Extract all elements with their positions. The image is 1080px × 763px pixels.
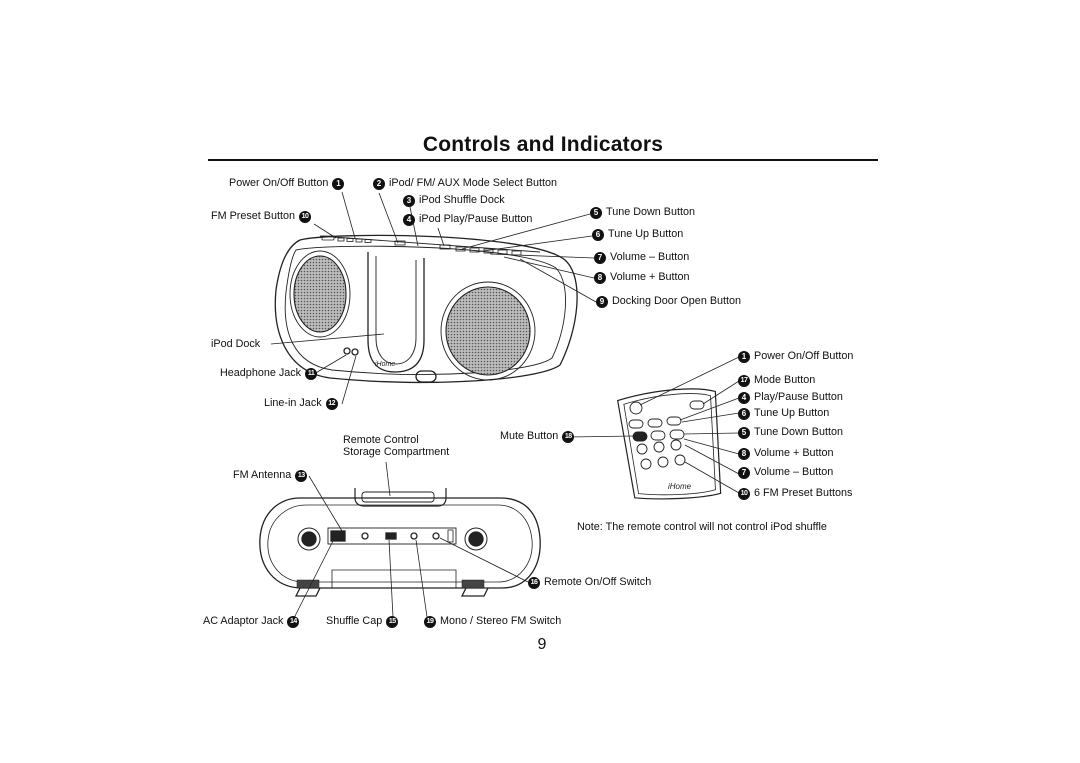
remote-callout-play-pause-label: Play/Pause Button: [754, 391, 843, 403]
callout-ac-adaptor-num: 14: [287, 615, 300, 628]
callout-vol-plus: 8 Volume + Button: [594, 271, 690, 284]
remote-callout-vol-plus-label: Volume + Button: [754, 447, 834, 459]
callout-play-pause-num: 4: [403, 213, 415, 226]
callout-headphone-num: 11: [305, 367, 318, 380]
remote-callout-mute-num: 18: [562, 430, 575, 443]
callout-play-pause: 4 iPod Play/Pause Button: [403, 213, 532, 226]
remote-callout-tune-down-label: Tune Down Button: [754, 426, 844, 438]
callout-dock-door-label: Docking Door Open Button: [612, 295, 742, 307]
callout-shuffle-dock-label: iPod Shuffle Dock: [419, 194, 505, 206]
callout-line-in-label: Line-in Jack: [264, 397, 322, 409]
callout-play-pause-label: iPod Play/Pause Button: [419, 213, 533, 225]
callout-fm-antenna-num: 13: [295, 469, 308, 482]
storage-label-line1: Remote Control: [343, 434, 419, 446]
remote-callout-mode-label: Mode Button: [754, 374, 816, 386]
callout-fm-preset: FM Preset Button 10: [211, 210, 312, 223]
callout-remote-switch-num: 16: [528, 576, 540, 589]
callout-fm-preset-num: 10: [299, 210, 312, 223]
callout-tune-down-label: Tune Down Button: [606, 206, 696, 218]
callout-power-num: 1: [332, 177, 345, 190]
callout-vol-plus-num: 8: [594, 271, 606, 284]
remote-callout-tune-down-num: 5: [738, 426, 750, 439]
remote-callout-vol-minus: 7 Volume – Button: [738, 466, 833, 479]
remote-callout-vol-plus: 8 Volume + Button: [738, 447, 834, 460]
remote-note: Note: The remote control will not contro…: [577, 521, 827, 533]
callout-mode-select: 2 iPod/ FM/ AUX Mode Select Button: [373, 177, 557, 190]
callout-dock-door-num: 9: [596, 295, 608, 308]
remote-callout-mute: Mute Button 18: [500, 430, 575, 443]
remote-brand: iHome: [668, 482, 692, 491]
callout-shuffle-cap-label: Shuffle Cap: [326, 615, 383, 627]
callout-mono-stereo: 19 Mono / Stereo FM Switch: [424, 615, 561, 628]
callout-vol-plus-label: Volume + Button: [610, 271, 690, 283]
callout-ipod-dock-label: iPod Dock: [211, 338, 261, 350]
speaker-unit-rear: [259, 488, 541, 597]
remote-callout-play-pause: 4 Play/Pause Button: [738, 391, 843, 404]
callout-tune-up-num: 6: [592, 228, 604, 241]
callout-mono-stereo-label: Mono / Stereo FM Switch: [440, 615, 562, 627]
remote-callout-mode: 17 Mode Button: [738, 374, 815, 387]
callout-vol-minus-label: Volume – Button: [610, 251, 690, 263]
callout-ac-adaptor-label: AC Adaptor Jack: [203, 615, 284, 627]
callout-power-label: Power On/Off Button: [229, 177, 329, 189]
callout-mode-select-num: 2: [373, 177, 385, 190]
remote-callout-play-pause-num: 4: [738, 391, 750, 404]
speaker-unit-front: [274, 234, 578, 384]
callout-dock-door: 9 Docking Door Open Button: [596, 295, 741, 308]
remote-callout-vol-minus-label: Volume – Button: [754, 466, 834, 478]
remote-callout-vol-plus-num: 8: [738, 447, 750, 460]
page-number: 9: [537, 636, 547, 653]
callout-tune-up: 6 Tune Up Button: [592, 228, 683, 241]
remote-callout-presets: 10 6 FM Preset Buttons: [738, 487, 852, 500]
title-rule: [208, 159, 878, 161]
callout-tune-down: 5 Tune Down Button: [590, 206, 695, 219]
callout-power: Power On/Off Button 1: [229, 177, 345, 190]
callout-tune-down-num: 5: [590, 206, 602, 219]
remote-callout-tune-up-label: Tune Up Button: [754, 407, 830, 419]
callout-vol-minus-num: 7: [594, 251, 606, 264]
storage-label-line2: Storage Compartment: [343, 446, 450, 458]
remote-callout-mode-num: 17: [738, 374, 750, 387]
top-leader-lines: [270, 191, 597, 405]
callout-ipod-dock: iPod Dock: [211, 338, 260, 351]
callout-shuffle-cap: Shuffle Cap 15: [326, 615, 399, 628]
callout-headphone-label: Headphone Jack: [220, 367, 302, 379]
callout-shuffle-dock-num: 3: [403, 194, 415, 207]
remote-callout-vol-minus-num: 7: [738, 466, 750, 479]
remote-leader-lines: [568, 356, 740, 494]
remote-callout-power: 1 Power On/Off Button: [738, 350, 853, 363]
callout-tune-up-label: Tune Up Button: [608, 228, 684, 240]
callout-fm-antenna-label: FM Antenna: [233, 469, 292, 481]
remote-callout-presets-label: 6 FM Preset Buttons: [754, 487, 853, 499]
bottom-leader-lines: [293, 461, 529, 619]
remote-callout-tune-up: 6 Tune Up Button: [738, 407, 829, 420]
remote-callout-tune-up-num: 6: [738, 407, 750, 420]
remote-callout-power-num: 1: [738, 350, 750, 363]
remote-callout-presets-num: 10: [738, 487, 750, 500]
device-brand: iHome: [375, 361, 395, 368]
remote-callout-power-label: Power On/Off Button: [754, 350, 854, 362]
callout-fm-antenna: FM Antenna 13: [233, 469, 308, 482]
callout-vol-minus: 7 Volume – Button: [594, 251, 689, 264]
remote-callout-tune-down: 5 Tune Down Button: [738, 426, 843, 439]
callout-mono-stereo-num: 19: [424, 615, 436, 628]
callout-remote-switch-label: Remote On/Off Switch: [544, 576, 652, 588]
callout-shuffle-dock: 3 iPod Shuffle Dock: [403, 194, 505, 207]
callout-mode-select-label: iPod/ FM/ AUX Mode Select Button: [389, 177, 558, 189]
remote-control: [616, 388, 722, 500]
callout-line-in: Line-in Jack 12: [264, 397, 338, 410]
callout-shuffle-cap-num: 15: [386, 615, 399, 628]
callout-ac-adaptor: AC Adaptor Jack 14: [203, 615, 300, 628]
callout-remote-switch: 16 Remote On/Off Switch: [528, 576, 651, 589]
callout-fm-preset-label: FM Preset Button: [211, 210, 296, 222]
page-title: Controls and Indicators: [422, 133, 664, 156]
callout-headphone: Headphone Jack 11: [220, 367, 318, 380]
callout-line-in-num: 12: [325, 397, 338, 410]
remote-callout-mute-label: Mute Button: [500, 430, 559, 442]
